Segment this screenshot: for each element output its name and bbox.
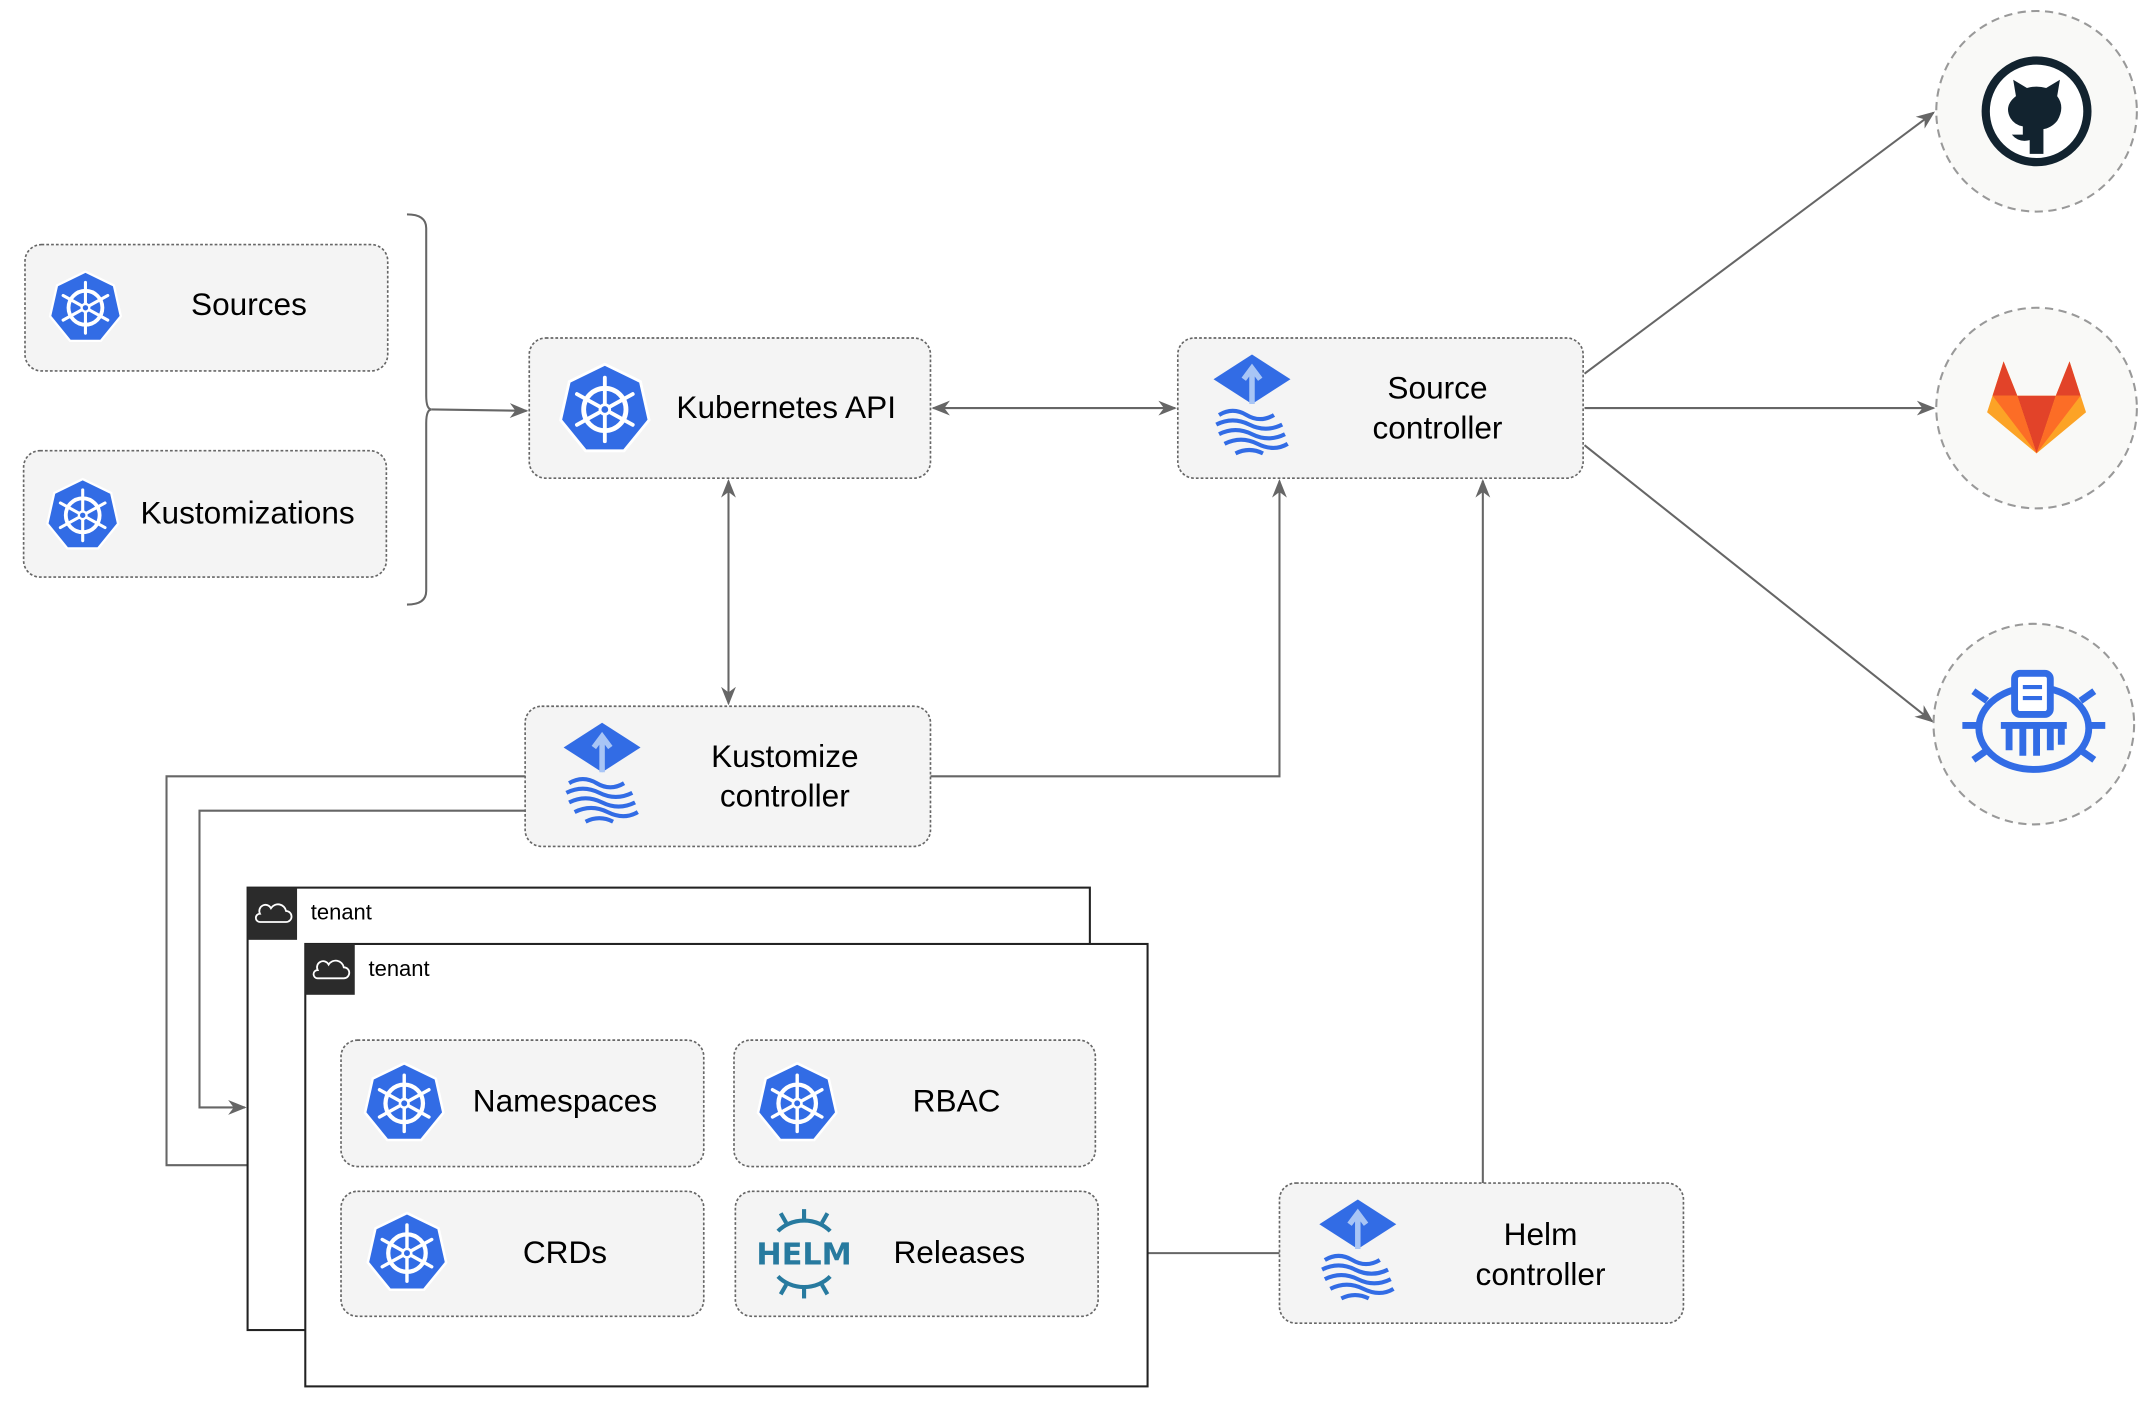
node-crds[interactable]: CRDs [340, 1190, 705, 1318]
edge-source-to-bucket [1583, 444, 1934, 723]
node-kustomizations[interactable]: Kustomizations [22, 449, 388, 578]
node-label: Kustomize [711, 738, 858, 774]
node-label: CRDs [523, 1234, 607, 1270]
helm-icon: HELM [756, 1209, 852, 1299]
edge-kustomize-to-tenant-1 [198, 809, 526, 1115]
node-label: RBAC [913, 1083, 1001, 1119]
bucket-source[interactable] [1932, 622, 2136, 826]
node-label: controller [1476, 1256, 1606, 1292]
node-label: Releases [893, 1234, 1025, 1270]
tenant-2[interactable]: tenant Namespaces RBAC CRDs [304, 942, 1149, 1388]
edge-crds-to-api [431, 403, 529, 419]
node-rbac[interactable]: RBAC [733, 1039, 1097, 1168]
node-source-controller[interactable]: Source controller [1176, 337, 1584, 479]
github-icon [1981, 56, 2092, 167]
node-label: Namespaces [473, 1083, 657, 1119]
node-kustomize-controller[interactable]: Kustomize controller [524, 705, 932, 848]
github-source[interactable] [1935, 9, 2138, 213]
tenant-label: tenant [311, 900, 372, 925]
tenant-label: tenant [369, 956, 430, 981]
node-label: Kubernetes API [676, 389, 896, 425]
gitlab-source[interactable] [1935, 306, 2138, 510]
node-label: Source [1387, 370, 1487, 406]
node-label: Kustomizations [140, 495, 354, 531]
svg-text:HELM: HELM [756, 1237, 851, 1272]
node-kubernetes-api[interactable]: Kubernetes API [528, 337, 932, 479]
cloud-icon [312, 959, 351, 980]
node-namespaces[interactable]: Namespaces [340, 1039, 705, 1168]
bracket [406, 213, 432, 606]
node-helm-controller[interactable]: Helm controller [1278, 1182, 1685, 1325]
edge-source-to-github [1583, 111, 1935, 375]
tenant-header-block [247, 887, 298, 940]
bucket-icon [1962, 669, 2106, 773]
node-releases[interactable]: HELM Releases [734, 1190, 1099, 1318]
node-label: controller [720, 778, 850, 814]
edge-kustomize-to-source [930, 479, 1287, 778]
cloud-icon [254, 903, 293, 923]
node-label: Helm [1504, 1216, 1578, 1252]
node-sources[interactable]: Sources [24, 243, 389, 372]
node-label: controller [1373, 409, 1503, 445]
gitlab-icon [1987, 361, 2087, 454]
tenant-header-block [305, 943, 355, 995]
edge-kustomize-to-tenant-2 [165, 775, 526, 1173]
node-label: Sources [191, 286, 307, 322]
